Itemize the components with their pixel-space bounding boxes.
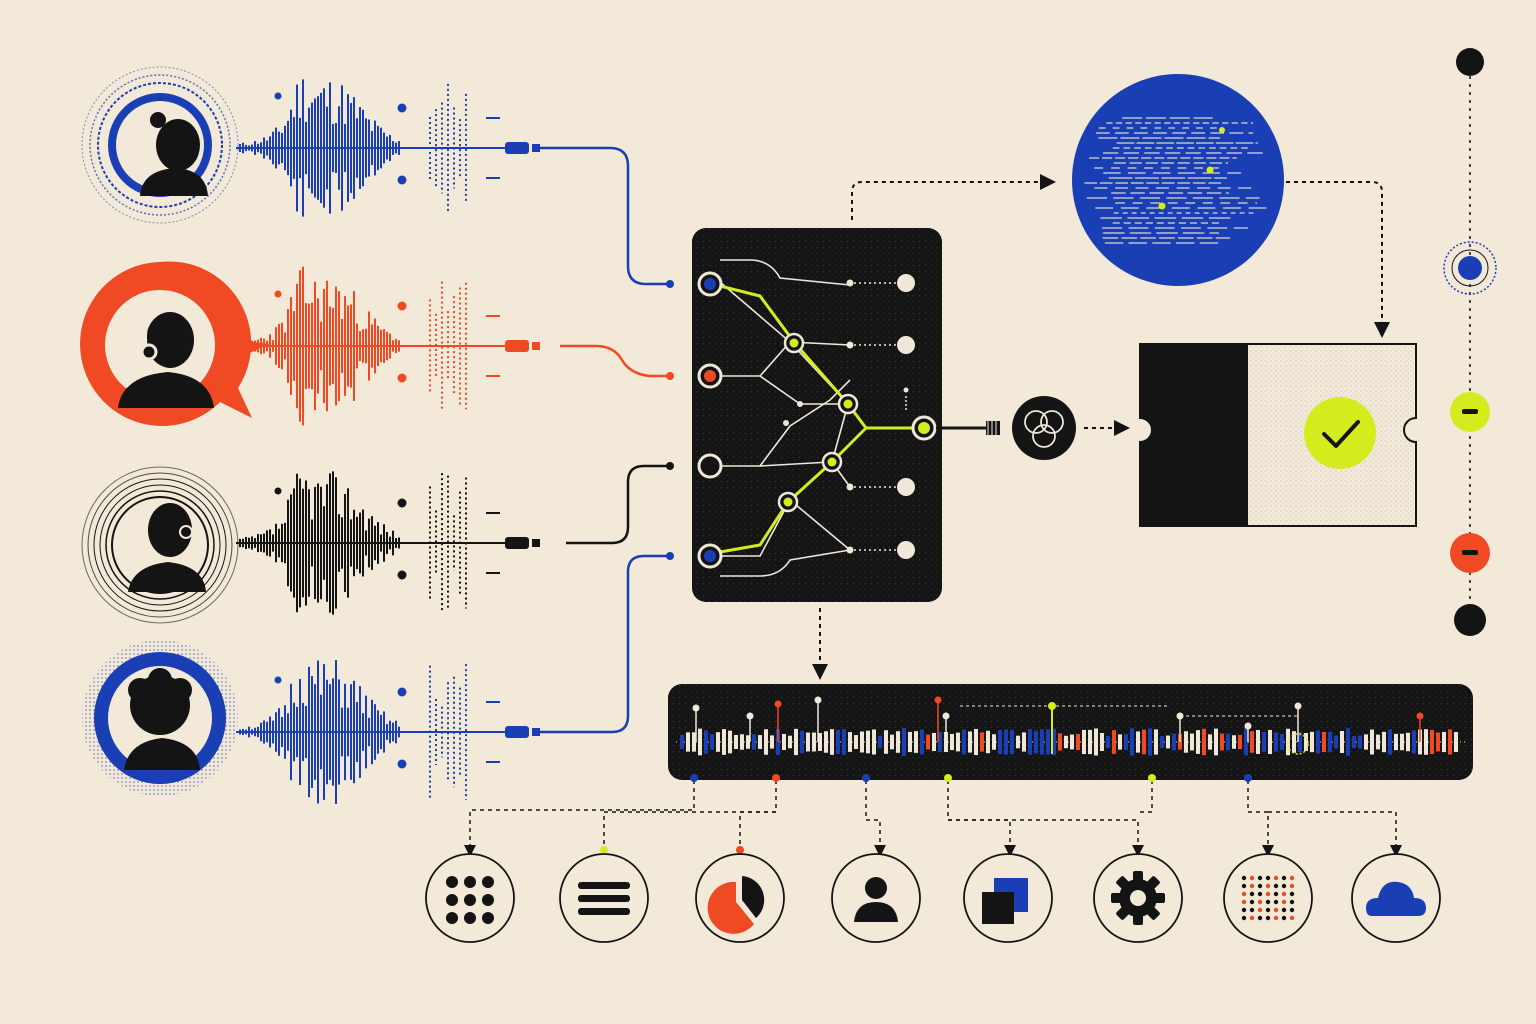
- curly-person-icon: [124, 668, 200, 770]
- status-timeline: [1443, 48, 1497, 636]
- router-outputs: [854, 274, 937, 559]
- router-panel: [692, 228, 942, 602]
- router-junctions: [777, 279, 859, 554]
- pie-chart-icon[interactable]: [695, 853, 785, 943]
- output-branches: [464, 780, 1402, 857]
- audio-waveforms: [236, 79, 540, 804]
- menu-list-icon[interactable]: [559, 853, 649, 943]
- dot-matrix-icon[interactable]: [1223, 853, 1313, 943]
- waveform-1: [236, 79, 540, 217]
- verified-ticket-card: [1139, 343, 1417, 527]
- router-to-orb-arrow: [851, 174, 1056, 220]
- apps-grid-icon[interactable]: [425, 853, 515, 943]
- router-inputs: [697, 271, 723, 569]
- output-icons: [425, 853, 1441, 943]
- event-timeline-bar: [668, 684, 1473, 780]
- router-to-merge: [936, 421, 1000, 435]
- checkmark-icon: [1322, 420, 1360, 448]
- headset-person-icon: [118, 304, 214, 408]
- venn-circles-icon: [1012, 396, 1076, 460]
- man-glasses-icon: [128, 503, 206, 592]
- woman-silhouette-icon: [140, 112, 208, 196]
- layers-icon[interactable]: [963, 853, 1053, 943]
- router-active-path: [719, 284, 924, 430]
- waveform-3: [236, 471, 540, 615]
- speaker-man-glasses: [81, 466, 239, 624]
- waveform-2: [236, 266, 540, 426]
- speaker-curly-hair: [82, 640, 238, 796]
- user-icon[interactable]: [831, 853, 921, 943]
- gear-icon[interactable]: [1093, 853, 1183, 943]
- waveform-4: [236, 660, 540, 804]
- speaker-woman: [81, 66, 239, 224]
- analysis-orb: [1072, 74, 1284, 286]
- speaker-connectors: [540, 146, 674, 734]
- orb-to-card-arrow: [1286, 181, 1390, 338]
- speaker-agent-headset: [80, 261, 270, 426]
- branch-dots: [600, 774, 1252, 854]
- cloud-icon[interactable]: [1351, 853, 1441, 943]
